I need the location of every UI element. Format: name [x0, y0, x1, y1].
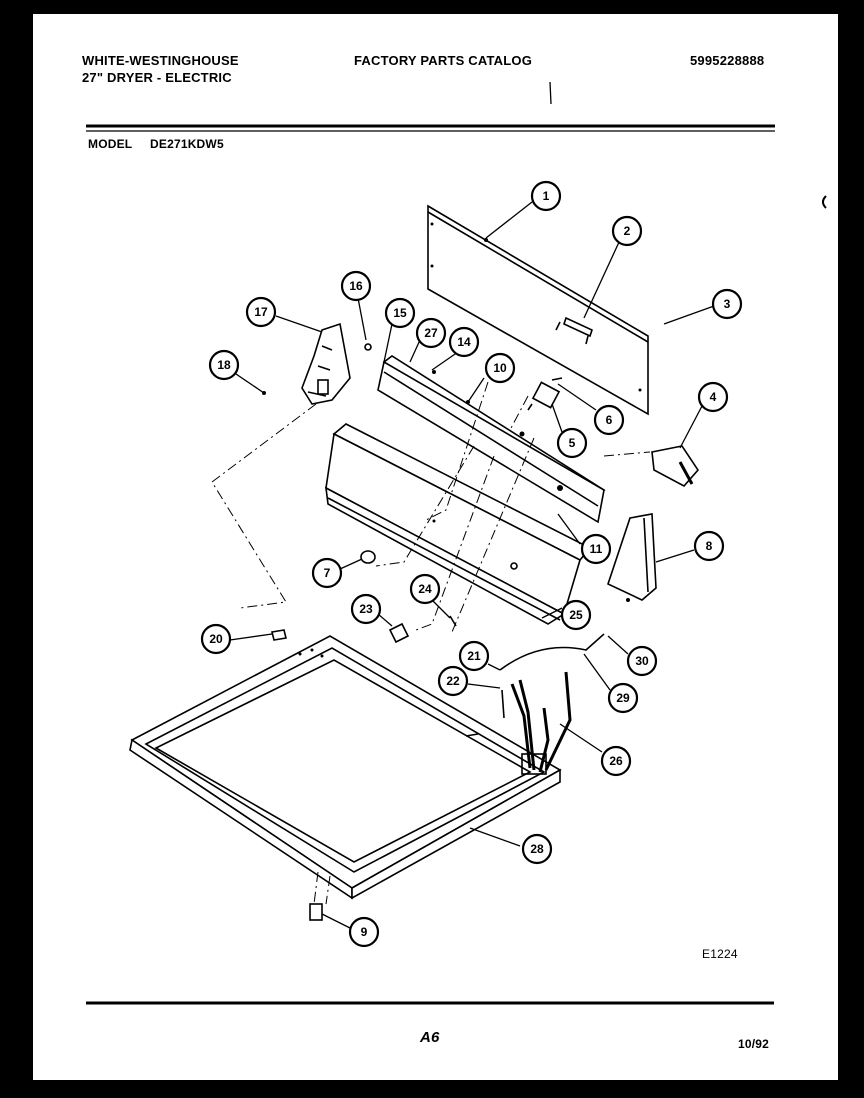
callout-30: 30 — [626, 645, 658, 677]
callout-11: 11 — [580, 533, 612, 565]
svg-text:8: 8 — [706, 539, 713, 553]
svg-text:5: 5 — [569, 436, 576, 450]
part-screw — [271, 629, 287, 641]
part-control-console — [325, 423, 592, 625]
figure-code: E1224 — [702, 947, 738, 961]
assembly-lines — [211, 381, 651, 905]
part-top-panel — [129, 635, 562, 900]
svg-text:15: 15 — [393, 306, 407, 320]
svg-text:25: 25 — [569, 608, 583, 622]
callout-15: 15 — [384, 297, 416, 329]
callout-14: 14 — [448, 326, 480, 358]
part-right-endcap — [607, 513, 657, 602]
model-number: DE271KDW5 — [150, 137, 224, 151]
callout-5: 5 — [556, 427, 588, 459]
svg-text:16: 16 — [349, 279, 363, 293]
callout-3: 3 — [711, 288, 743, 320]
callout-1: 1 — [530, 180, 562, 212]
callout-28: 28 — [521, 833, 553, 865]
model-label: MODEL — [88, 137, 133, 151]
callout-6: 6 — [593, 404, 625, 436]
callout-7: 7 — [311, 557, 343, 589]
product-name: 27" DRYER - ELECTRIC — [82, 70, 232, 85]
svg-text:3: 3 — [724, 297, 731, 311]
callout-8: 8 — [693, 530, 725, 562]
callout-2: 2 — [611, 215, 643, 247]
header-rule — [86, 81, 827, 209]
part-switch — [527, 377, 563, 411]
svg-text:23: 23 — [359, 602, 373, 616]
svg-text:26: 26 — [609, 754, 623, 768]
svg-text:2: 2 — [624, 224, 631, 238]
svg-text:11: 11 — [590, 542, 603, 556]
callout-25: 25 — [560, 599, 592, 631]
svg-text:22: 22 — [446, 674, 460, 688]
brand-name: WHITE-WESTINGHOUSE — [82, 53, 239, 68]
callout-10: 10 — [484, 352, 516, 384]
svg-text:17: 17 — [254, 305, 268, 319]
callout-22: 22 — [437, 665, 469, 697]
svg-text:9: 9 — [361, 925, 368, 939]
svg-text:20: 20 — [209, 632, 223, 646]
page-number: A6 — [420, 1029, 440, 1046]
svg-text:30: 30 — [635, 654, 649, 668]
callout-18: 18 — [208, 349, 240, 381]
part-panel-clip — [555, 316, 593, 345]
part-knobs — [360, 519, 518, 644]
part-back-panel — [427, 204, 649, 416]
revision-date: 10/92 — [738, 1037, 770, 1051]
catalog-number: 5995228888 — [690, 53, 765, 68]
callout-23: 23 — [350, 593, 382, 625]
svg-text:14: 14 — [457, 335, 471, 349]
svg-text:18: 18 — [217, 358, 231, 372]
svg-text:6: 6 — [606, 413, 613, 427]
part-foot — [309, 903, 323, 921]
callout-4: 4 — [697, 381, 729, 413]
callout-9: 9 — [348, 916, 380, 948]
part-wiring-harness — [499, 633, 605, 775]
part-timer — [651, 445, 700, 488]
svg-text:27: 27 — [424, 326, 438, 340]
catalog-title: FACTORY PARTS CATALOG — [354, 53, 533, 68]
callout-leaders — [229, 201, 715, 929]
part-top-trim — [377, 355, 606, 524]
svg-text:29: 29 — [616, 691, 630, 705]
callout-29: 29 — [607, 682, 639, 714]
callout-17: 17 — [245, 296, 277, 328]
callout-24: 24 — [409, 573, 441, 605]
svg-text:21: 21 — [467, 649, 481, 663]
svg-text:4: 4 — [710, 390, 717, 404]
svg-text:24: 24 — [418, 582, 432, 596]
svg-text:7: 7 — [324, 566, 331, 580]
part-left-bracket — [262, 322, 372, 405]
callout-21: 21 — [458, 640, 490, 672]
callout-16: 16 — [340, 270, 372, 302]
svg-text:28: 28 — [530, 842, 544, 856]
callout-27: 27 — [415, 317, 447, 349]
svg-text:1: 1 — [543, 189, 550, 203]
callout-20: 20 — [200, 623, 232, 655]
callout-26: 26 — [600, 745, 632, 777]
svg-text:10: 10 — [493, 361, 507, 375]
